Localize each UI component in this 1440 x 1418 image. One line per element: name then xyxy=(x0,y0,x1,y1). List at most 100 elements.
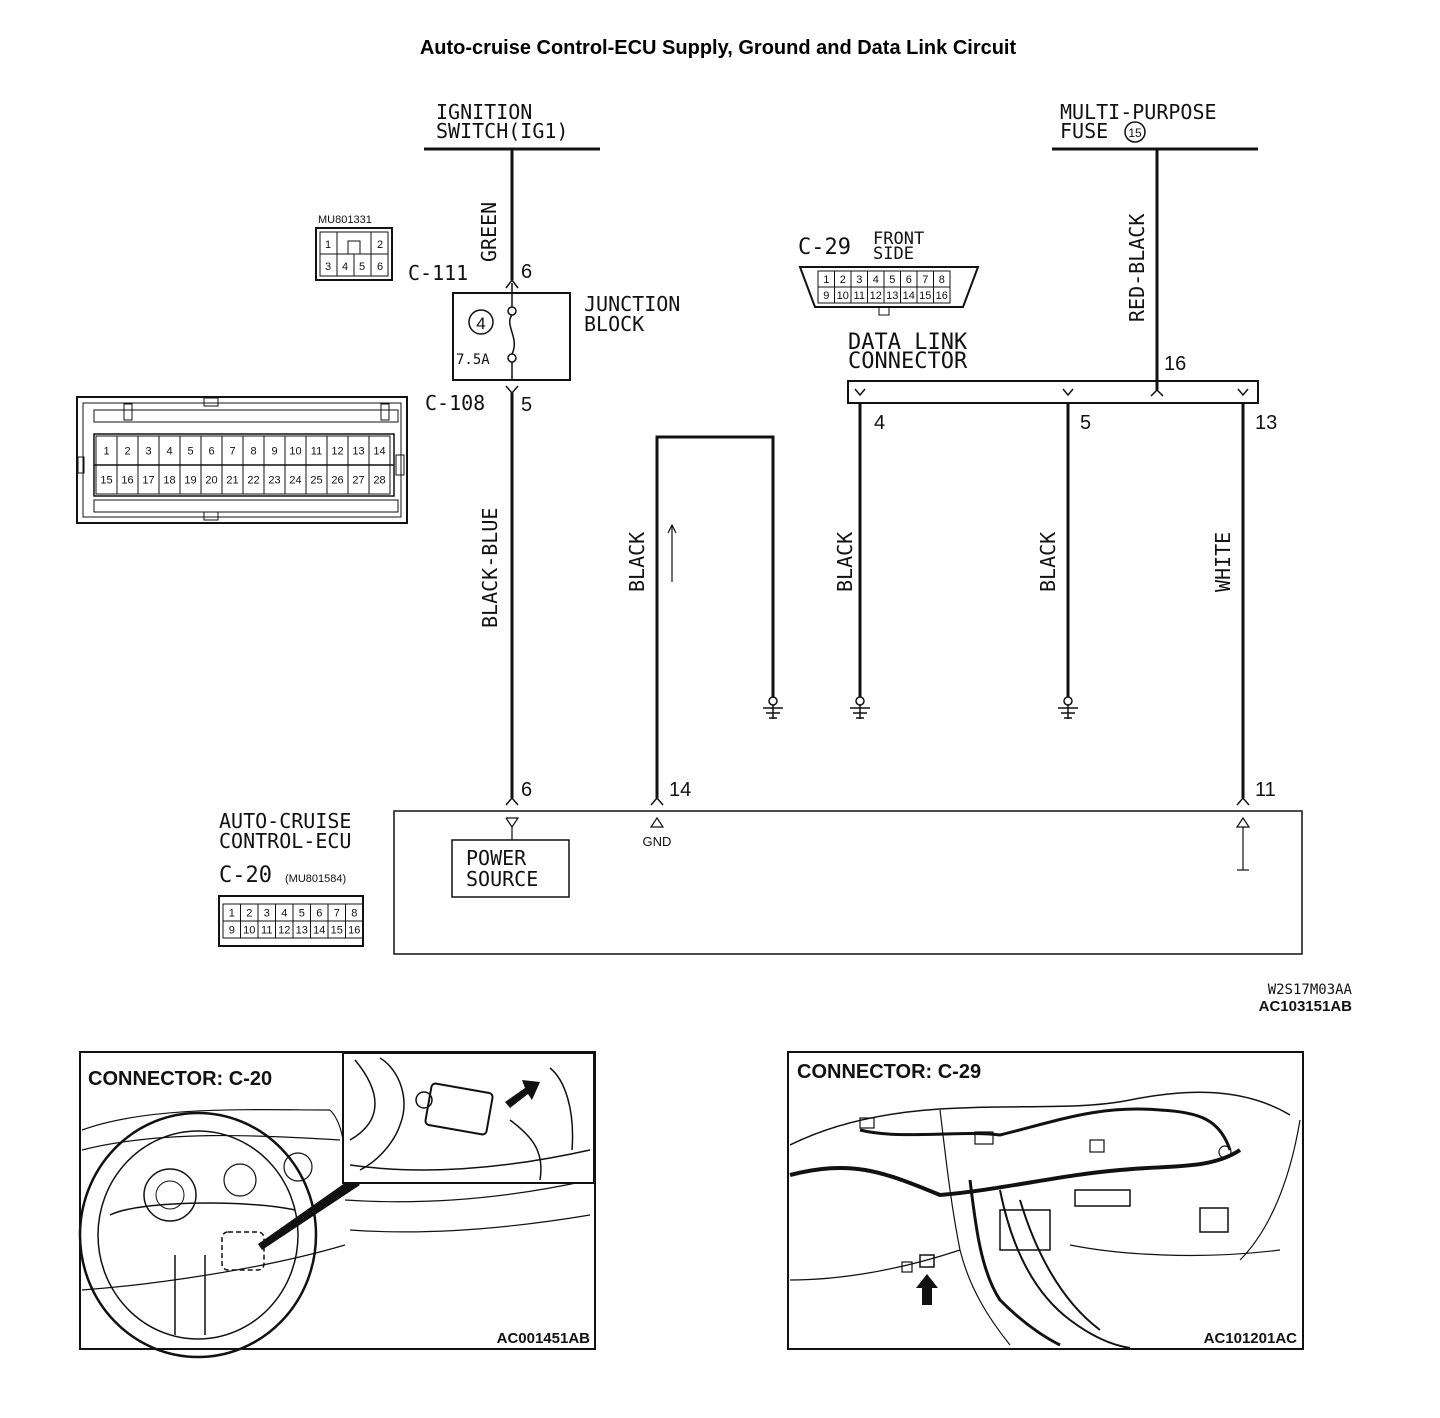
c20-pin-cell-label: 10 xyxy=(243,925,255,937)
c108-pin-cell-label: 27 xyxy=(352,475,364,487)
inset-detail xyxy=(342,1052,595,1184)
c20-location-marker xyxy=(221,1231,265,1271)
c108-pin-cell-label: 6 xyxy=(208,446,214,458)
panel-connector-c20: CONNECTOR: C-20 AC001451AB xyxy=(78,1051,596,1359)
c108-pin-cell-label: 14 xyxy=(373,446,385,458)
svg-text:4: 4 xyxy=(342,261,348,273)
wire-green-label: GREEN xyxy=(477,202,501,262)
c108-pin-cell-label: 28 xyxy=(373,475,385,487)
ecu-label-1: AUTO-CRUISE xyxy=(219,809,351,833)
c108-pin-cell-label: 24 xyxy=(289,475,301,487)
c20-pin-cell xyxy=(345,920,364,939)
c29-pin-cell-label: 8 xyxy=(939,274,945,286)
c111-connector: MU801331 1 2 3 4 5 6 xyxy=(315,214,393,281)
dlc-pin-4: 4 xyxy=(874,412,885,434)
wire-red-black-label: RED-BLACK xyxy=(1125,214,1149,322)
c29-pin-cell-label: 1 xyxy=(823,274,829,286)
c20-pin-cell-label: 11 xyxy=(261,925,272,937)
ignition-label-2: SWITCH(IG1) xyxy=(436,119,568,143)
junction-block: 4 7.5A xyxy=(452,292,571,381)
junction-label-2: BLOCK xyxy=(584,312,644,336)
c111-part-number: MU801331 xyxy=(318,214,372,226)
ecu-label-2: CONTROL-ECU xyxy=(219,829,351,853)
c29-pin-cell-label: 6 xyxy=(906,274,912,286)
c20-pin-cell-label: 8 xyxy=(351,908,357,920)
panel-c20-title: CONNECTOR: C-20 xyxy=(88,1068,272,1090)
c108-pin-cell-label: 26 xyxy=(331,475,343,487)
c29-pin-cell-label: 7 xyxy=(922,274,928,286)
junction-amps: 7.5A xyxy=(456,352,490,368)
c108-pin-cell-label: 4 xyxy=(166,446,172,458)
fuse-element xyxy=(509,314,515,355)
figure-code: AC103151AB xyxy=(1259,998,1353,1015)
data-link-connector-bar xyxy=(847,380,1259,404)
fuse-number: 15 xyxy=(1128,126,1142,140)
c29-pin-cell-label: 9 xyxy=(823,290,829,302)
c20-pin-cell-label: 13 xyxy=(296,925,308,937)
dlc-pin-16: 16 xyxy=(1164,353,1186,375)
c108-pin-cell-label: 12 xyxy=(331,446,343,458)
c108-pin-cell-label: 19 xyxy=(184,475,196,487)
panel-c29-title: CONNECTOR: C-29 xyxy=(797,1061,981,1083)
c29-pin-cell-label: 15 xyxy=(919,290,931,302)
supply-wire xyxy=(505,149,519,806)
c29-pin-cell-label: 14 xyxy=(903,290,915,302)
wire-black-5-label: BLACK xyxy=(1036,532,1060,592)
c29-side-1: FRONT xyxy=(873,229,924,249)
ecu-part-number: (MU801584) xyxy=(285,873,346,885)
wire-black-ground-label: BLACK xyxy=(625,532,649,592)
ground-symbols xyxy=(763,696,1078,719)
svg-text:1: 1 xyxy=(325,239,331,251)
wire-black-blue-label: BLACK-BLUE xyxy=(478,508,502,628)
c20-pin-cell-label: 6 xyxy=(316,908,322,920)
c108-pin-cell-label: 11 xyxy=(311,446,322,458)
c20-pin-cell-label: 5 xyxy=(299,908,305,920)
c108-pin-cell-label: 18 xyxy=(163,475,175,487)
c108-pin-cell-label: 1 xyxy=(103,446,109,458)
c20-pin-cell-label: 16 xyxy=(348,925,360,937)
wire-white-label: WHITE xyxy=(1211,532,1235,592)
fuse-label-1: MULTI-PURPOSE xyxy=(1060,100,1217,124)
ecu-connector-label: C-20 xyxy=(219,863,272,888)
diagram-title: Auto-cruise Control-ECU Supply, Ground a… xyxy=(420,37,1017,59)
c20-pin-cell-label: 15 xyxy=(331,925,343,937)
c108-pin-cell-label: 15 xyxy=(100,475,112,487)
dlc-pin-13: 13 xyxy=(1255,412,1277,434)
c20-pin-cell-label: 7 xyxy=(334,908,340,920)
c29-pin-cell-label: 10 xyxy=(837,290,849,302)
c29-pin-cell-label: 2 xyxy=(840,274,846,286)
c20-pin-cell-label: 12 xyxy=(278,925,290,937)
c29-pin-cell-label: 12 xyxy=(870,290,882,302)
c20-pin-cell-label: 3 xyxy=(264,908,270,920)
c108-pin-cell-label: 7 xyxy=(229,446,235,458)
fuse-number-circle xyxy=(1124,121,1146,143)
c108-label: C-108 xyxy=(425,391,485,415)
c108-pin-cell-label: 8 xyxy=(250,446,256,458)
c108-pin-cell-label: 20 xyxy=(205,475,217,487)
diagram-code: W2S17M03AA xyxy=(1268,982,1353,998)
panel-connector-c29: CONNECTOR: C-29 AC101201AC xyxy=(787,1051,1304,1350)
steering-wheel-illustration xyxy=(78,1109,591,1359)
c108-pin-cell-label: 23 xyxy=(268,475,280,487)
ecu-pin-6: 6 xyxy=(521,779,532,801)
multi-purpose-fuse: MULTI-PURPOSE FUSE 15 xyxy=(1052,100,1258,151)
c108-pin-cell-label: 9 xyxy=(271,446,277,458)
c29-label: C-29 xyxy=(798,235,851,260)
ignition-switch: IGNITION SWITCH(IG1) xyxy=(424,100,600,151)
c29-pin-cell-label: 11 xyxy=(854,290,865,302)
panel-c20-code: AC001451AB xyxy=(497,1330,591,1347)
c29-pin-cell-label: 4 xyxy=(873,274,879,286)
c29-pin-cell xyxy=(933,286,951,304)
svg-text:2: 2 xyxy=(377,239,383,251)
svg-text:6: 6 xyxy=(377,261,383,273)
dlc-label-2: CONNECTOR xyxy=(848,349,968,374)
c29-pin-cell-label: 13 xyxy=(886,290,898,302)
fuse-label-2: FUSE xyxy=(1060,119,1108,143)
c108-pin-cell-label: 16 xyxy=(121,475,133,487)
c20-pin-cell-label: 14 xyxy=(313,925,325,937)
c20-pin-cell-label: 2 xyxy=(246,908,252,920)
c108-pin-cell-label: 22 xyxy=(247,475,259,487)
